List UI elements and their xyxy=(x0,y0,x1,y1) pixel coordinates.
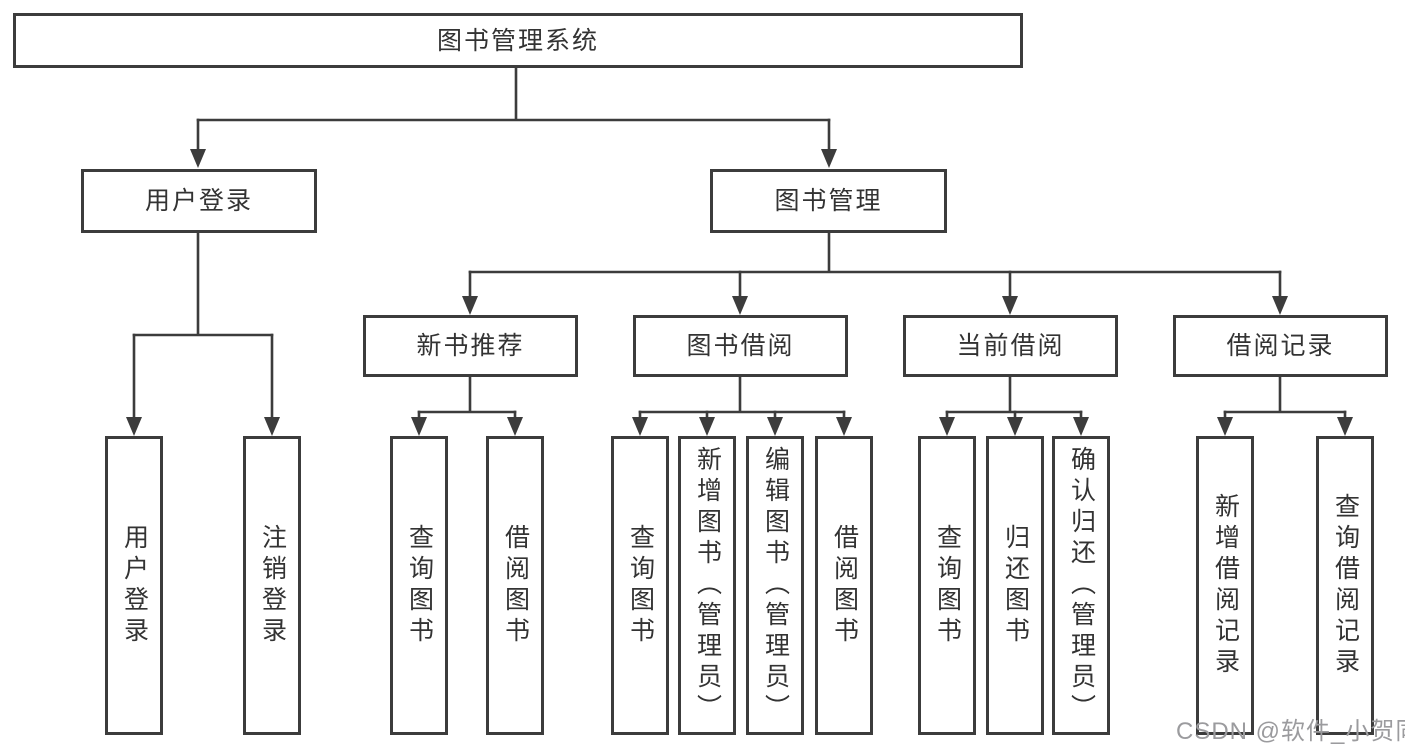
node-user-login: 用户登录 xyxy=(81,169,317,233)
leaf-borrow-books: 借阅图书 xyxy=(815,436,873,735)
leaf-confirm-return-admin: 确认归还（管理员） xyxy=(1052,436,1110,735)
leaf-query-books-borrow: 查询图书 xyxy=(611,436,669,735)
node-borrow-records: 借阅记录 xyxy=(1173,315,1388,377)
leaf-query-books-recommend: 查询图书 xyxy=(390,436,448,735)
leaf-add-borrow-record: 新增借阅记录 xyxy=(1196,436,1254,735)
leaf-query-books-current: 查询图书 xyxy=(918,436,976,735)
node-current-borrow: 当前借阅 xyxy=(903,315,1118,377)
node-book-management: 图书管理 xyxy=(710,169,947,233)
leaf-add-books-admin: 新增图书（管理员） xyxy=(678,436,736,735)
leaf-query-borrow-record: 查询借阅记录 xyxy=(1316,436,1374,735)
node-book-borrow: 图书借阅 xyxy=(633,315,848,377)
leaf-edit-books-admin: 编辑图书（管理员） xyxy=(746,436,804,735)
node-new-book-recommend: 新书推荐 xyxy=(363,315,578,377)
leaf-return-books: 归还图书 xyxy=(986,436,1044,735)
leaf-logout: 注销登录 xyxy=(243,436,301,735)
node-library-management-system: 图书管理系统 xyxy=(13,13,1023,68)
leaf-user-login: 用户登录 xyxy=(105,436,163,735)
leaf-borrow-books-recommend: 借阅图书 xyxy=(486,436,544,735)
watermark: CSDN @软件_小贺同学 xyxy=(1176,718,1405,745)
